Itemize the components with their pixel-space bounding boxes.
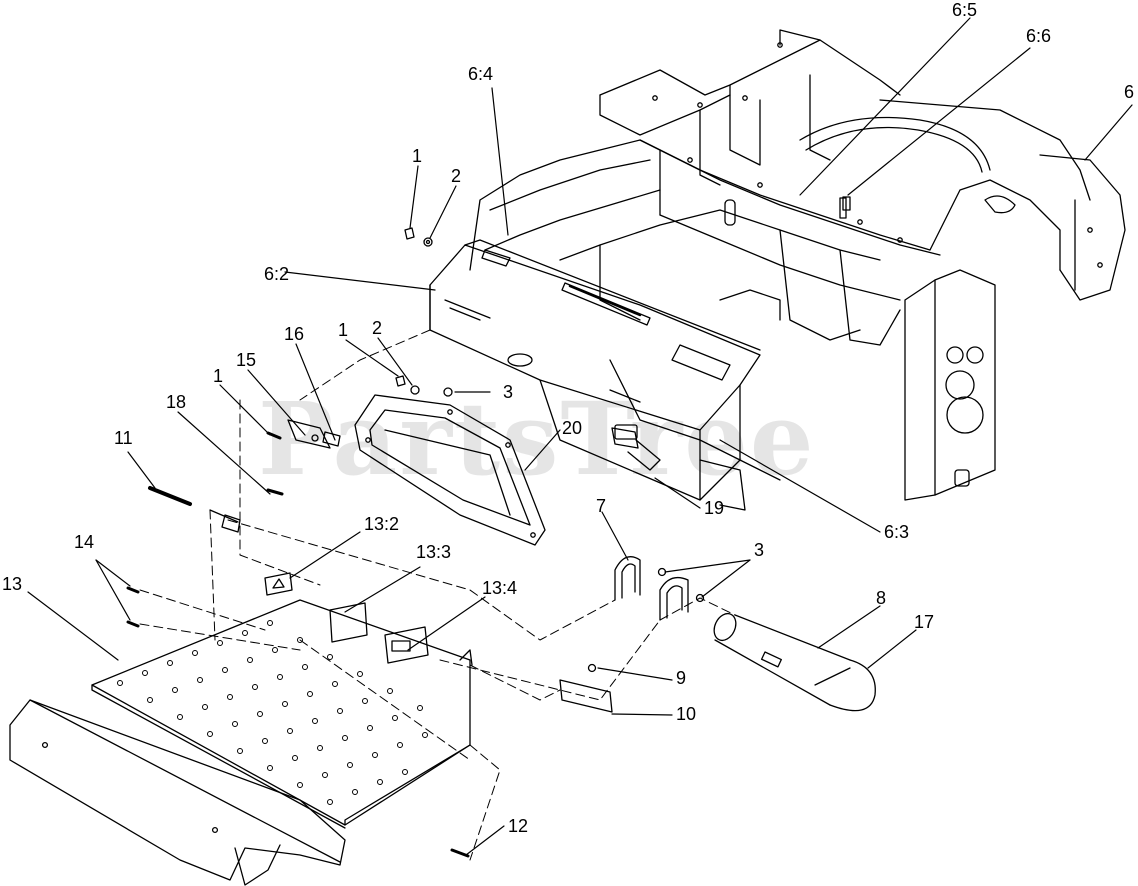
assembly-guide-lines [139,329,736,861]
callout-14: 14 [74,532,95,552]
callout-3: 3 [503,382,514,402]
grill-panel-20 [354,394,546,546]
callout-11: 11 [114,428,133,448]
callout-8: 8 [876,588,887,608]
floor-pan-13 [9,599,473,886]
callout-1: 1 [213,366,224,386]
callout-16: 16 [284,324,305,344]
callout-6-2: 6:2 [264,264,290,284]
leader-lines [27,17,1133,856]
callout-6-3: 6:3 [884,522,910,542]
callout-6-6: 6:6 [1026,26,1052,46]
callout-15: 15 [236,350,257,370]
callout-13: 13 [2,574,23,594]
callout-6-5: 6:5 [952,0,978,20]
callout-2: 2 [451,166,462,186]
callout-13-3: 13:3 [416,542,452,562]
decals [264,572,429,664]
main-frame [469,29,1126,501]
callout-1: 1 [412,146,423,166]
callout-9: 9 [676,668,687,688]
callout-12: 12 [508,816,529,836]
callout-13-4: 13:4 [482,578,518,598]
callout-18: 18 [166,392,187,412]
callout-1: 1 [338,320,349,340]
tube-and-clamps [450,196,876,858]
callout-13-2: 13:2 [364,514,400,534]
callout-3: 3 [754,540,765,560]
callout-10: 10 [676,704,697,724]
pan-perforations [117,620,428,805]
callout-6: 6 [1124,82,1135,102]
callout-20: 20 [562,418,583,438]
callout-2: 2 [372,318,383,338]
callout-7: 7 [596,496,607,516]
control-panel-plate [429,239,781,511]
bolts-and-brackets [126,227,453,628]
callout-19: 19 [704,498,725,518]
callout-17: 17 [914,612,935,632]
callout-6-4: 6:4 [468,64,494,84]
